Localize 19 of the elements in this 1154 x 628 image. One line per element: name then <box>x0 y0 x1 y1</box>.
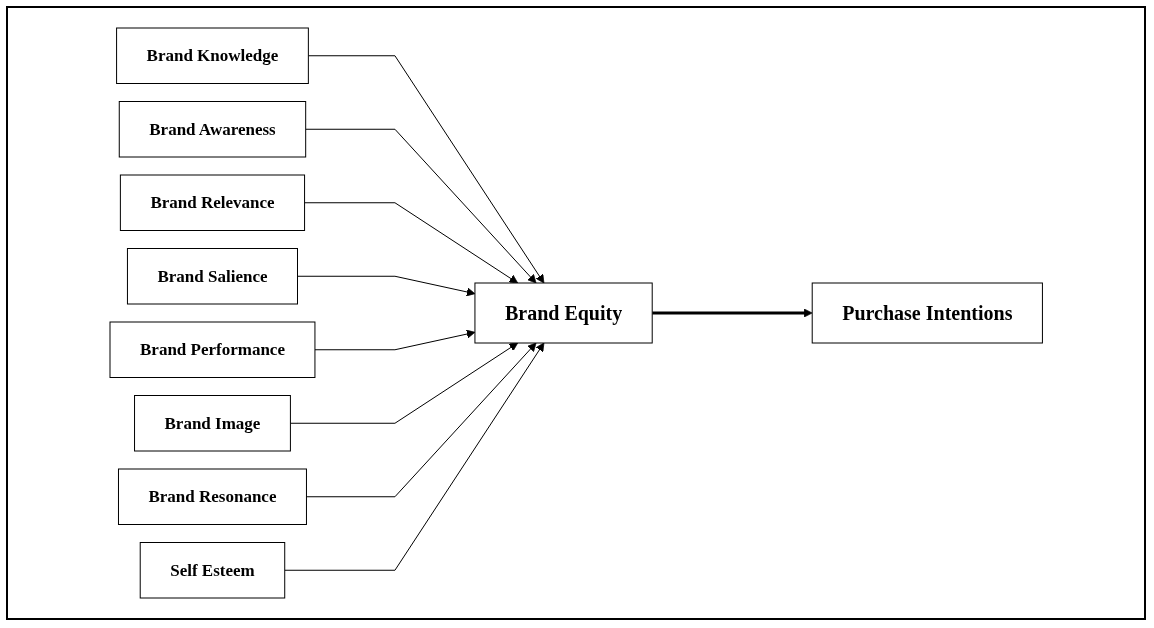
node-box: Purchase Intentions <box>811 282 1043 344</box>
arrow <box>303 202 518 284</box>
node-box: Brand Performance <box>109 321 316 378</box>
node-box: Brand Salience <box>126 248 298 305</box>
arrow <box>304 128 537 284</box>
arrow <box>652 308 813 318</box>
node-box: Brand Resonance <box>117 468 307 525</box>
arrow <box>314 329 476 351</box>
arrow <box>296 275 476 297</box>
arrow <box>305 342 537 498</box>
arrow <box>289 342 518 424</box>
arrow <box>307 55 545 284</box>
node-box: Self Esteem <box>139 542 285 599</box>
node-box: Brand Awareness <box>118 101 306 158</box>
node-box: Brand Relevance <box>119 174 305 231</box>
node-box: Brand Image <box>133 395 291 452</box>
node-box: Brand Equity <box>474 282 653 344</box>
arrow <box>284 342 545 571</box>
node-box: Brand Knowledge <box>115 27 309 84</box>
